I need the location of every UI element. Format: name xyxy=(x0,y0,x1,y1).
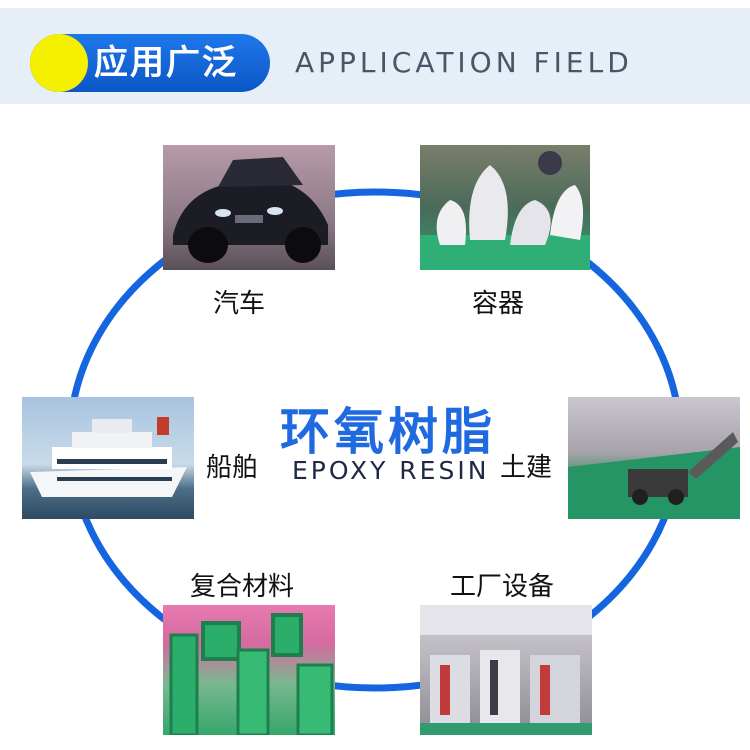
car-photo xyxy=(163,145,335,270)
ship-photo xyxy=(22,397,194,519)
label-ship: 船舶 xyxy=(206,453,259,483)
header-title-cn: 应用广泛 xyxy=(94,43,238,83)
composite-photo xyxy=(163,605,335,735)
label-auto: 汽车 xyxy=(213,289,266,319)
civil-photo xyxy=(568,397,740,519)
title-pill: 应用广泛 xyxy=(30,34,270,92)
factory-photo xyxy=(420,605,592,735)
container-photo xyxy=(420,145,590,270)
label-composite: 复合材料 xyxy=(190,572,295,602)
label-factory: 工厂设备 xyxy=(450,572,555,602)
center-title-en: EPOXY RESIN xyxy=(292,456,490,485)
center-title-cn: 环氧树脂 xyxy=(280,403,496,461)
label-container: 容器 xyxy=(472,289,525,319)
label-civil: 土建 xyxy=(500,453,553,483)
yellow-dot-icon xyxy=(30,34,88,92)
header-title-en: APPLICATION FIELD xyxy=(295,46,633,79)
header-banner: 应用广泛 APPLICATION FIELD xyxy=(0,8,750,104)
